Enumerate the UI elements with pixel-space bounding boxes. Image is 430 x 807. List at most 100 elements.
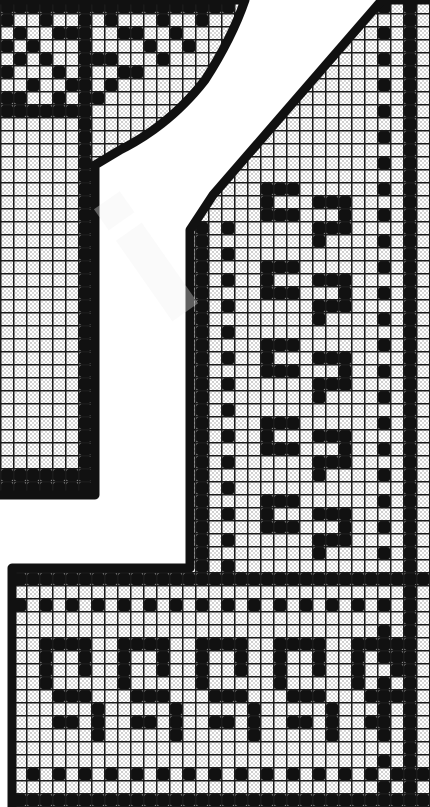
- filled-cell: [41, 639, 53, 651]
- filled-cell: [28, 80, 40, 92]
- filled-cell: [379, 340, 391, 352]
- filled-cell: [119, 795, 131, 807]
- filled-cell: [158, 691, 170, 703]
- filled-cell: [340, 535, 352, 547]
- filled-cell: [379, 314, 391, 326]
- filled-cell: [314, 392, 326, 404]
- filled-cell: [405, 639, 417, 651]
- filled-cell: [288, 522, 300, 534]
- filled-cell: [197, 483, 209, 495]
- filled-cell: [119, 28, 131, 40]
- filled-cell: [197, 236, 209, 248]
- filled-cell: [340, 457, 352, 469]
- filled-cell: [119, 600, 131, 612]
- filled-cell: [197, 561, 209, 573]
- filled-cell: [405, 28, 417, 40]
- filled-cell: [54, 639, 66, 651]
- filled-cell: [54, 106, 66, 118]
- filled-cell: [80, 574, 92, 586]
- filled-cell: [379, 574, 391, 586]
- filled-cell: [405, 327, 417, 339]
- filled-cell: [223, 535, 235, 547]
- filled-cell: [80, 327, 92, 339]
- filled-cell: [158, 665, 170, 677]
- filled-cell: [119, 665, 131, 677]
- filled-cell: [379, 717, 391, 729]
- filled-cell: [223, 600, 235, 612]
- filled-cell: [262, 769, 274, 781]
- filled-cell: [275, 288, 287, 300]
- filled-cell: [340, 210, 352, 222]
- filled-cell: [392, 769, 404, 781]
- filled-cell: [80, 795, 92, 807]
- filled-cell: [288, 418, 300, 430]
- filled-cell: [405, 93, 417, 105]
- filled-cell: [405, 470, 417, 482]
- filled-cell: [366, 769, 378, 781]
- filled-cell: [80, 405, 92, 417]
- filled-cell: [67, 470, 79, 482]
- filled-cell: [236, 574, 248, 586]
- filled-cell: [288, 496, 300, 508]
- filled-cell: [2, 15, 14, 27]
- filled-cell: [262, 197, 274, 209]
- filled-cell: [301, 691, 313, 703]
- filled-cell: [41, 600, 53, 612]
- filled-cell: [288, 210, 300, 222]
- filled-cell: [93, 574, 105, 586]
- filled-cell: [262, 366, 274, 378]
- filled-cell: [405, 184, 417, 196]
- filled-cell: [236, 652, 248, 664]
- filled-cell: [301, 717, 313, 729]
- filled-cell: [236, 691, 248, 703]
- filled-cell: [379, 366, 391, 378]
- filled-cell: [80, 132, 92, 144]
- filled-cell: [41, 54, 53, 66]
- filled-cell: [379, 600, 391, 612]
- filled-cell: [314, 574, 326, 586]
- filled-cell: [223, 574, 235, 586]
- filled-cell: [93, 730, 105, 742]
- filled-cell: [80, 236, 92, 248]
- filled-cell: [184, 574, 196, 586]
- filled-cell: [288, 366, 300, 378]
- filled-cell: [405, 119, 417, 131]
- filled-cell: [249, 717, 261, 729]
- filled-cell: [54, 28, 66, 40]
- filled-cell: [171, 730, 183, 742]
- filled-cell: [210, 574, 222, 586]
- filled-cell: [54, 574, 66, 586]
- filled-cell: [392, 652, 404, 664]
- filled-cell: [353, 678, 365, 690]
- filled-cell: [41, 15, 53, 27]
- filled-cell: [67, 600, 79, 612]
- filled-cell: [379, 522, 391, 534]
- filled-cell: [80, 275, 92, 287]
- filled-cell: [249, 574, 261, 586]
- filled-cell: [2, 106, 14, 118]
- filled-cell: [379, 158, 391, 170]
- filled-cell: [327, 535, 339, 547]
- filled-cell: [379, 470, 391, 482]
- filled-cell: [223, 457, 235, 469]
- filled-cell: [275, 574, 287, 586]
- filled-cell: [236, 639, 248, 651]
- filled-cell: [366, 639, 378, 651]
- filled-cell: [340, 288, 352, 300]
- filled-cell: [93, 704, 105, 716]
- filled-cell: [405, 444, 417, 456]
- filled-cell: [80, 457, 92, 469]
- filled-cell: [210, 717, 222, 729]
- filled-cell: [353, 600, 365, 612]
- filled-cell: [275, 262, 287, 274]
- filled-cell: [223, 795, 235, 807]
- filled-cell: [379, 795, 391, 807]
- filled-cell: [379, 184, 391, 196]
- filled-cell: [405, 652, 417, 664]
- filled-cell: [392, 795, 404, 807]
- filled-cell: [301, 574, 313, 586]
- filled-cell: [28, 470, 40, 482]
- filled-cell: [197, 509, 209, 521]
- filled-cell: [288, 769, 300, 781]
- filled-cell: [93, 717, 105, 729]
